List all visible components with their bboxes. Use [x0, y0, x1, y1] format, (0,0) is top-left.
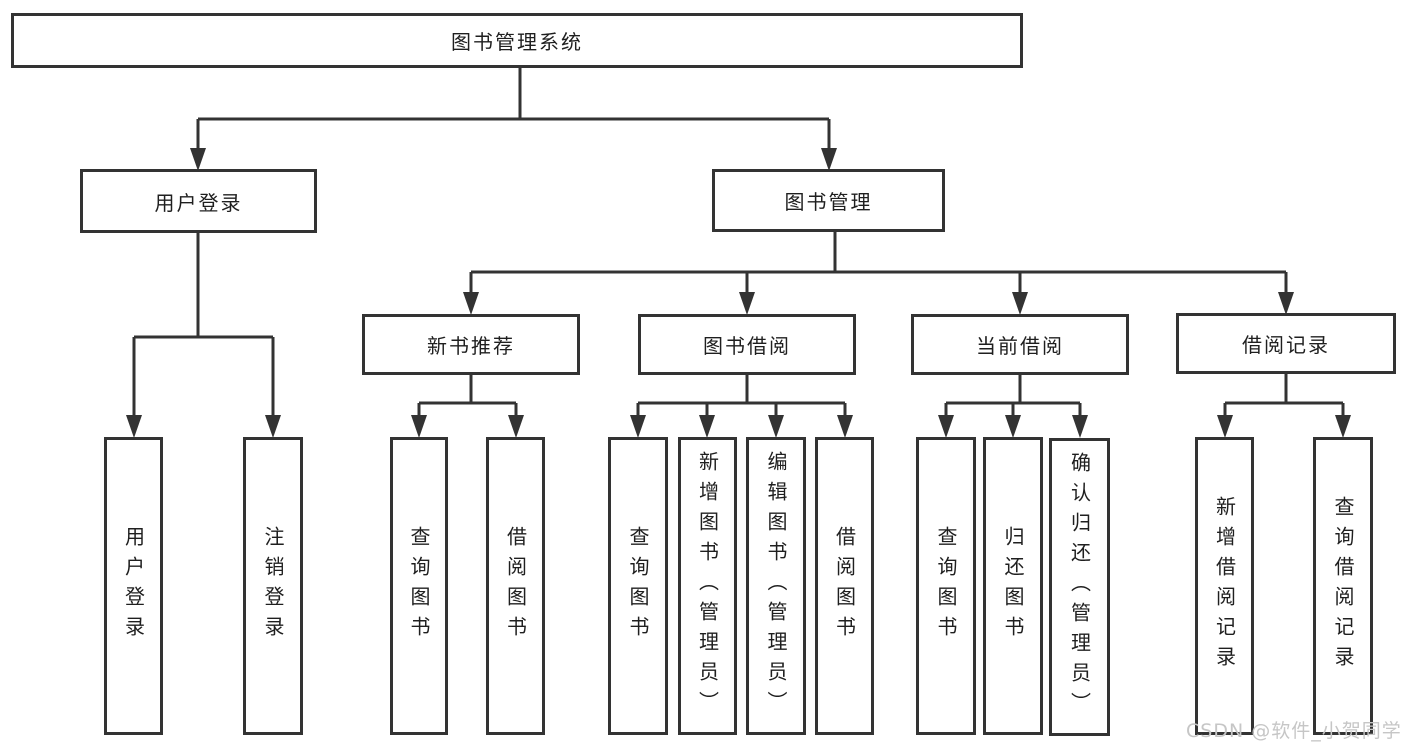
leaf-borrow-books-borrowing: 借阅图书: [815, 437, 874, 735]
node-current-borrowing: 当前借阅: [911, 314, 1129, 375]
leaf-edit-book-admin: 编辑图书（管理员）: [746, 437, 806, 735]
leaf-logout: 注销登录: [243, 437, 303, 735]
leaf-add-borrow-record: 新增借阅记录: [1195, 437, 1254, 735]
node-book-borrowing: 图书借阅: [638, 314, 856, 375]
leaf-query-books-recommend: 查询图书: [390, 437, 448, 735]
leaf-confirm-return-admin: 确认归还（管理员）: [1049, 438, 1110, 736]
csdn-watermark: CSDN @软件_小贺同学: [1186, 720, 1402, 742]
leaf-user-login: 用户登录: [104, 437, 163, 735]
leaf-query-books-borrowing: 查询图书: [608, 437, 668, 735]
node-library-management-system: 图书管理系统: [11, 13, 1023, 68]
leaf-return-books: 归还图书: [983, 437, 1043, 735]
leaf-query-books-current: 查询图书: [916, 437, 976, 735]
leaf-add-book-admin: 新增图书（管理员）: [678, 437, 737, 735]
leaf-borrow-books-recommend: 借阅图书: [486, 437, 545, 735]
leaf-query-borrow-record: 查询借阅记录: [1313, 437, 1373, 735]
node-user-login: 用户登录: [80, 169, 317, 233]
node-borrowing-records: 借阅记录: [1176, 313, 1396, 374]
node-book-management: 图书管理: [712, 169, 945, 232]
node-new-book-recommendation: 新书推荐: [362, 314, 580, 375]
connector-lines: [132, 68, 1345, 417]
